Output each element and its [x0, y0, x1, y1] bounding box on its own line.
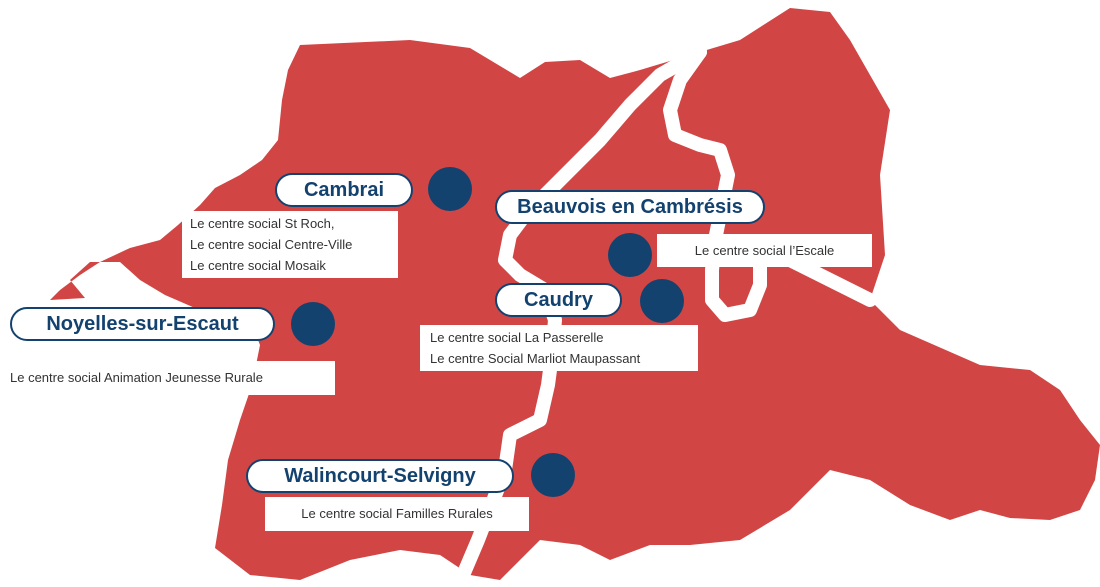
town-label-cambrai[interactable]: Cambrai [275, 173, 413, 207]
location-marker-caudry[interactable] [640, 279, 684, 323]
location-marker-walincourt[interactable] [531, 453, 575, 497]
centres-box-caudry: Le centre social La Passerelle Le centre… [420, 325, 698, 371]
centre-name: Le centre social Familles Rurales [301, 506, 493, 521]
location-marker-noyelles[interactable] [291, 302, 335, 346]
centres-box-walincourt: Le centre social Familles Rurales [265, 497, 529, 531]
centres-box-cambrai: Le centre social St Roch, Le centre soci… [182, 211, 398, 278]
centre-name: Le centre social Animation Jeunesse Rura… [10, 370, 263, 385]
centres-box-beauvois: Le centre social l’Escale [657, 234, 872, 267]
centre-name: Le centre social Mosaik [190, 258, 326, 273]
location-marker-cambrai[interactable] [428, 167, 472, 211]
town-label-beauvois[interactable]: Beauvois en Cambrésis [495, 190, 765, 224]
centre-name: Le centre social St Roch, [190, 216, 335, 231]
centres-box-noyelles: Le centre social Animation Jeunesse Rura… [0, 361, 335, 395]
road [451, 45, 707, 587]
town-label-caudry[interactable]: Caudry [495, 283, 622, 317]
centre-name: Le centre social La Passerelle [430, 330, 604, 345]
town-label-noyelles[interactable]: Noyelles-sur-Escaut [10, 307, 275, 341]
centre-name: Le centre Social Marliot Maupassant [430, 351, 641, 366]
town-label-walincourt[interactable]: Walincourt-Selvigny [246, 459, 514, 493]
centre-name: Le centre social Centre-Ville [190, 237, 353, 252]
centre-name: Le centre social l’Escale [694, 243, 835, 258]
location-marker-beauvois[interactable] [608, 233, 652, 277]
